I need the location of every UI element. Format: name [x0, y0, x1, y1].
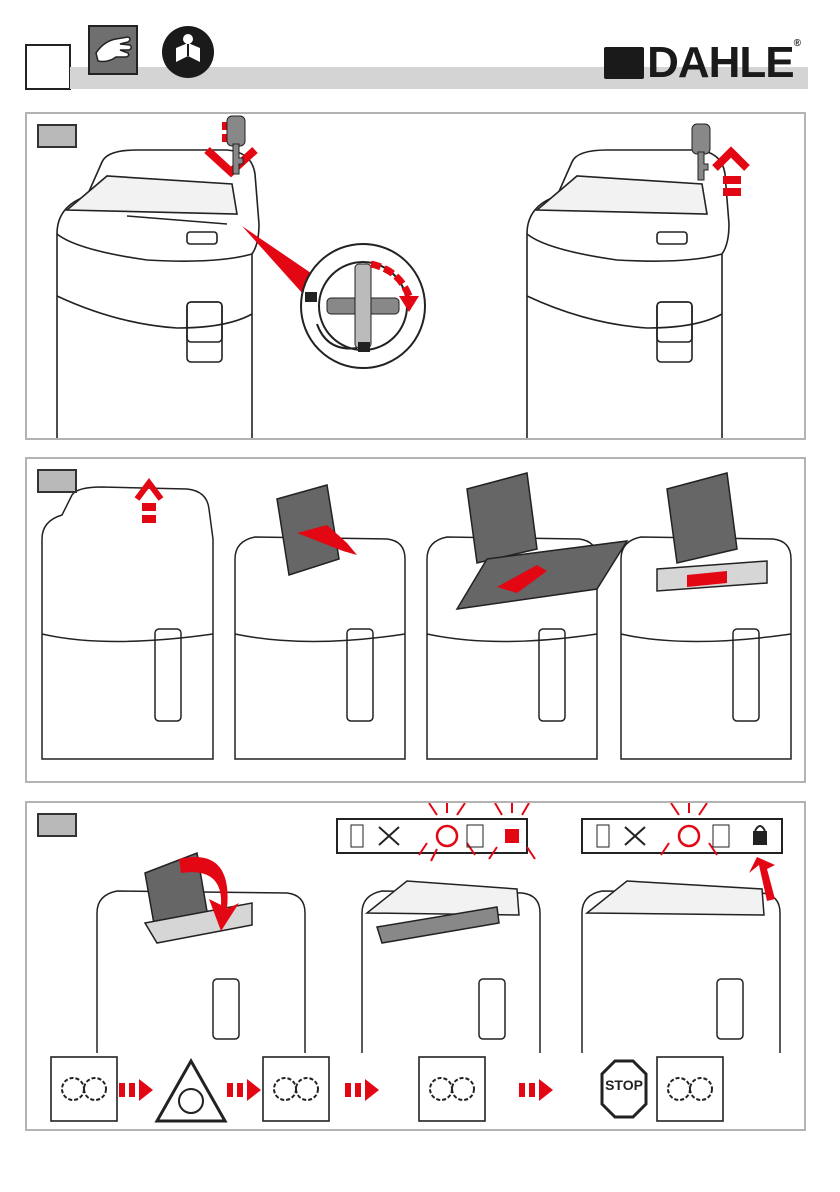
- gears-icon-1: [51, 1057, 117, 1121]
- shredder-b2: [235, 485, 405, 759]
- arrow-1: [119, 1079, 153, 1101]
- hand-icon: [90, 27, 136, 73]
- shredder-illustration-b: [27, 459, 804, 781]
- step-tab-c: [37, 813, 77, 837]
- panel-close-lid-and-shred: STOP: [25, 801, 806, 1131]
- shredder-b4: [621, 473, 791, 759]
- arrow-3: [345, 1079, 379, 1101]
- status-panel-left: [337, 803, 535, 861]
- gears-icon-3: [419, 1057, 485, 1121]
- gears-icon-2: [263, 1057, 329, 1121]
- hand-icon-box: [88, 25, 138, 75]
- step-tab-a: [37, 124, 77, 148]
- step-tab-b: [37, 469, 77, 493]
- auto-reverse-warning-icon: [157, 1061, 225, 1121]
- arrow-2: [227, 1079, 261, 1101]
- shredder-left: [57, 150, 259, 438]
- shredder-illustration-a: [27, 114, 804, 438]
- shredder-c3: [582, 881, 780, 1053]
- shredder-right: [527, 150, 729, 438]
- shredder-b3: [427, 473, 627, 759]
- read-manual-icon: [162, 26, 214, 78]
- status-panel-right: [582, 803, 782, 855]
- step-number-box: [25, 44, 71, 90]
- shredder-c2: [362, 881, 540, 1053]
- lift-lid-arrow: [137, 483, 161, 499]
- arrow-4: [519, 1079, 553, 1101]
- shredder-c1: [97, 853, 305, 1053]
- shredder-b1: [42, 487, 213, 759]
- lock-dial-zoom: [301, 244, 425, 368]
- dahle-logo: DAHLE®: [604, 38, 800, 88]
- sequence-bar: STOP: [49, 1053, 769, 1125]
- stop-label: STOP: [604, 1077, 644, 1093]
- panel-load-paper: [25, 457, 806, 783]
- key-left-icon: [207, 116, 255, 174]
- panel-unlock-with-key: [25, 112, 806, 440]
- gears-icon-4: [657, 1057, 723, 1121]
